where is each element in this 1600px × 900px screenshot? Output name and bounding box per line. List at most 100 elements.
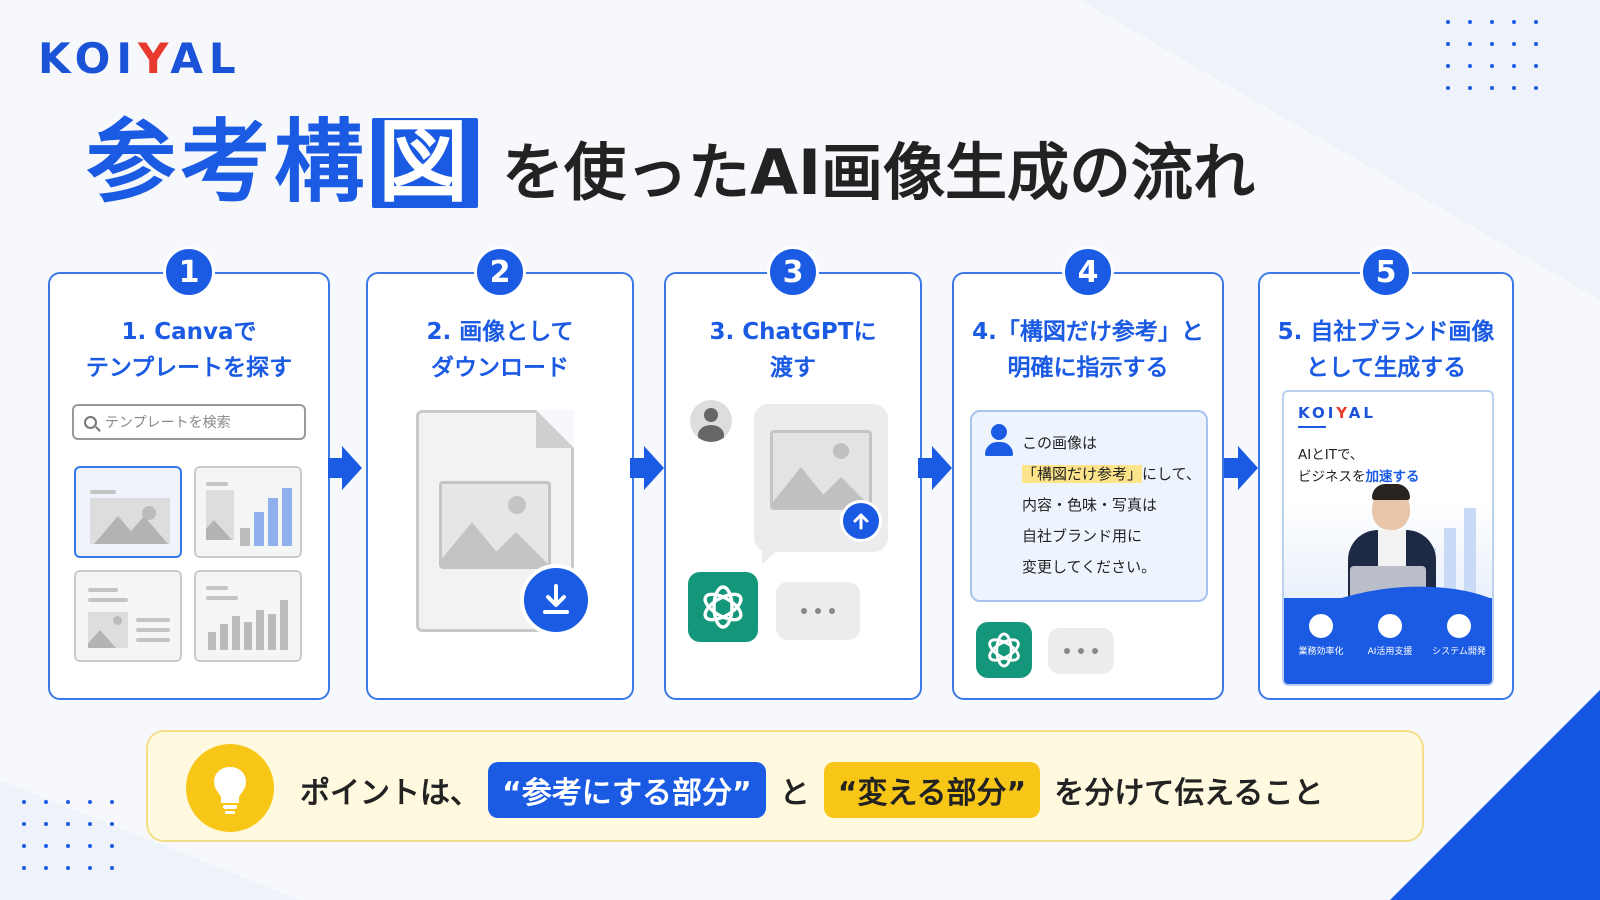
thumb-line — [206, 586, 228, 590]
page-title: 参考構図 を使ったAI画像生成の流れ — [86, 118, 1255, 208]
title-boxed-char: 図 — [372, 118, 478, 208]
step-card-4: 4 4.「構図だけ参考」と明確に指示する この画像は 「構図だけ参考」にして、 … — [952, 246, 1224, 700]
chatgpt-icon — [976, 622, 1032, 678]
step-title-4-line1: 4.「構図だけ参考」と — [972, 319, 1204, 345]
chart-bar — [268, 614, 276, 650]
prompt-message: この画像は 「構図だけ参考」にして、 内容・色味・写真は 自社ブランド用に 変更… — [970, 410, 1208, 602]
feature-label: AI活用支援 — [1367, 647, 1413, 657]
step-title-5: 5. 自社ブランド画像として生成する — [1260, 314, 1512, 386]
arrow-right-icon — [630, 446, 664, 490]
user-icon — [984, 424, 1014, 458]
ad-logo: KOIYAL — [1298, 404, 1376, 422]
image-placeholder-icon — [90, 498, 170, 544]
ad-logo-y: Y — [1336, 404, 1349, 422]
step-title-1-line1: 1. Canvaで — [121, 319, 257, 345]
step-badge-4: 4 — [1062, 246, 1114, 298]
ad-logo-underline — [1298, 426, 1326, 428]
bg-triangle-top-right — [1080, 0, 1600, 300]
template-thumbnail[interactable] — [74, 570, 182, 662]
tip-pill-reference: “参考にする部分” — [488, 762, 766, 818]
prompt-line: 変更してください。 — [1022, 558, 1157, 576]
thumb-line — [88, 598, 128, 602]
chart-bar — [268, 498, 278, 546]
dot-pattern-bottom-left — [22, 800, 114, 870]
template-thumbnail[interactable] — [194, 570, 302, 662]
prompt-line-rest: にして、 — [1142, 465, 1201, 483]
title-highlight: 参考構図 — [86, 118, 478, 208]
step-card-5: 5 5. 自社ブランド画像として生成する KOIYAL AIとITで、ビジネスを… — [1258, 246, 1514, 700]
image-placeholder-icon — [439, 481, 551, 569]
typing-indicator — [776, 582, 860, 640]
typing-indicator — [1048, 628, 1114, 674]
chart-bar — [208, 632, 216, 650]
chart-bar — [232, 616, 240, 650]
thumb-line — [206, 596, 238, 600]
ad-copy-line1: AIとITで、 — [1298, 447, 1364, 463]
prompt-line: この画像は — [1022, 434, 1098, 452]
thumb-line — [136, 638, 170, 642]
upload-icon[interactable] — [840, 500, 882, 542]
step-badge-1: 1 — [163, 246, 215, 298]
template-search-input[interactable]: テンプレートを検索 — [72, 404, 306, 440]
step-card-3: 3 3. ChatGPTに渡す — [664, 246, 922, 700]
chart-bar — [240, 528, 250, 546]
step-card-2: 2 2. 画像としてダウンロード — [366, 246, 634, 700]
step-card-1: 1 1. Canvaでテンプレートを探す テンプレートを検索 — [48, 246, 330, 700]
thumb-line — [136, 628, 170, 632]
step-title-1-line2: テンプレートを探す — [85, 355, 293, 381]
image-placeholder-icon — [206, 490, 234, 540]
file-fold — [536, 410, 574, 448]
feature-label: システム開発 — [1432, 647, 1486, 657]
template-thumbnail-selected[interactable] — [74, 466, 182, 558]
chatgpt-icon — [688, 572, 758, 642]
ad-bar — [1464, 508, 1476, 608]
thumb-line — [206, 482, 228, 486]
generated-brand-image: KOIYAL AIとITで、ビジネスを加速する 業務効率化 AI活用支援 システ… — [1282, 390, 1494, 686]
tip-text: ポイントは、 “参考にする部分” と “変える部分” を分けて伝えること — [300, 762, 1323, 818]
feature-item: 業務効率化 — [1286, 614, 1356, 657]
step-title-2-line2: ダウンロード — [431, 355, 569, 381]
download-icon[interactable] — [520, 564, 592, 636]
arrow-right-icon — [918, 446, 952, 490]
thumb-line — [136, 618, 170, 622]
chart-bar — [220, 624, 228, 650]
person-hair — [1372, 484, 1410, 500]
chart-bar — [282, 488, 292, 546]
ad-copy: AIとITで、ビジネスを加速する — [1298, 444, 1420, 488]
dot-pattern-top-right — [1446, 20, 1538, 90]
chart-icon — [1309, 614, 1333, 638]
step-title-4-line2: 明確に指示する — [1007, 355, 1169, 381]
search-icon — [84, 415, 97, 429]
step-title-3-line1: 3. ChatGPTに — [709, 319, 877, 345]
bg-triangle-bottom-right — [1390, 690, 1600, 900]
tip-banner: ポイントは、 “参考にする部分” と “変える部分” を分けて伝えること — [146, 730, 1424, 842]
image-placeholder-icon — [88, 612, 128, 648]
step-title-3-line2: 渡す — [770, 355, 816, 381]
feature-item: AI活用支援 — [1355, 614, 1425, 657]
logo-text-pre: KOI — [38, 34, 138, 83]
step-title-2: 2. 画像としてダウンロード — [368, 314, 632, 386]
ad-copy-pre: ビジネスを — [1298, 469, 1366, 485]
prompt-highlight: 「構図だけ参考」 — [1022, 465, 1143, 483]
ad-copy-line2: ビジネスを加速する — [1298, 466, 1420, 488]
title-rest: を使ったAI画像生成の流れ — [502, 136, 1256, 209]
logo-text-post: AL — [170, 34, 242, 83]
step-title-2-line1: 2. 画像として — [426, 319, 574, 345]
step-title-1: 1. Canvaでテンプレートを探す — [50, 314, 328, 386]
search-placeholder: テンプレートを検索 — [105, 415, 231, 431]
template-thumbnail[interactable] — [194, 466, 302, 558]
ad-copy-accent: 加速する — [1365, 469, 1420, 485]
chart-bar — [254, 512, 264, 546]
thumb-line — [88, 588, 118, 592]
chart-bar — [244, 622, 252, 650]
feature-label: 業務効率化 — [1298, 647, 1344, 657]
ad-logo-pre: KOI — [1298, 404, 1337, 422]
tip-mid: と — [779, 776, 810, 811]
arrow-right-icon — [1224, 446, 1258, 490]
chart-bar — [256, 610, 264, 650]
step-title-3: 3. ChatGPTに渡す — [666, 314, 920, 386]
ad-logo-post: AL — [1348, 404, 1376, 422]
tip-pre: ポイントは、 — [300, 776, 480, 811]
step-badge-5: 5 — [1360, 246, 1412, 298]
lightbulb-icon — [186, 744, 274, 832]
